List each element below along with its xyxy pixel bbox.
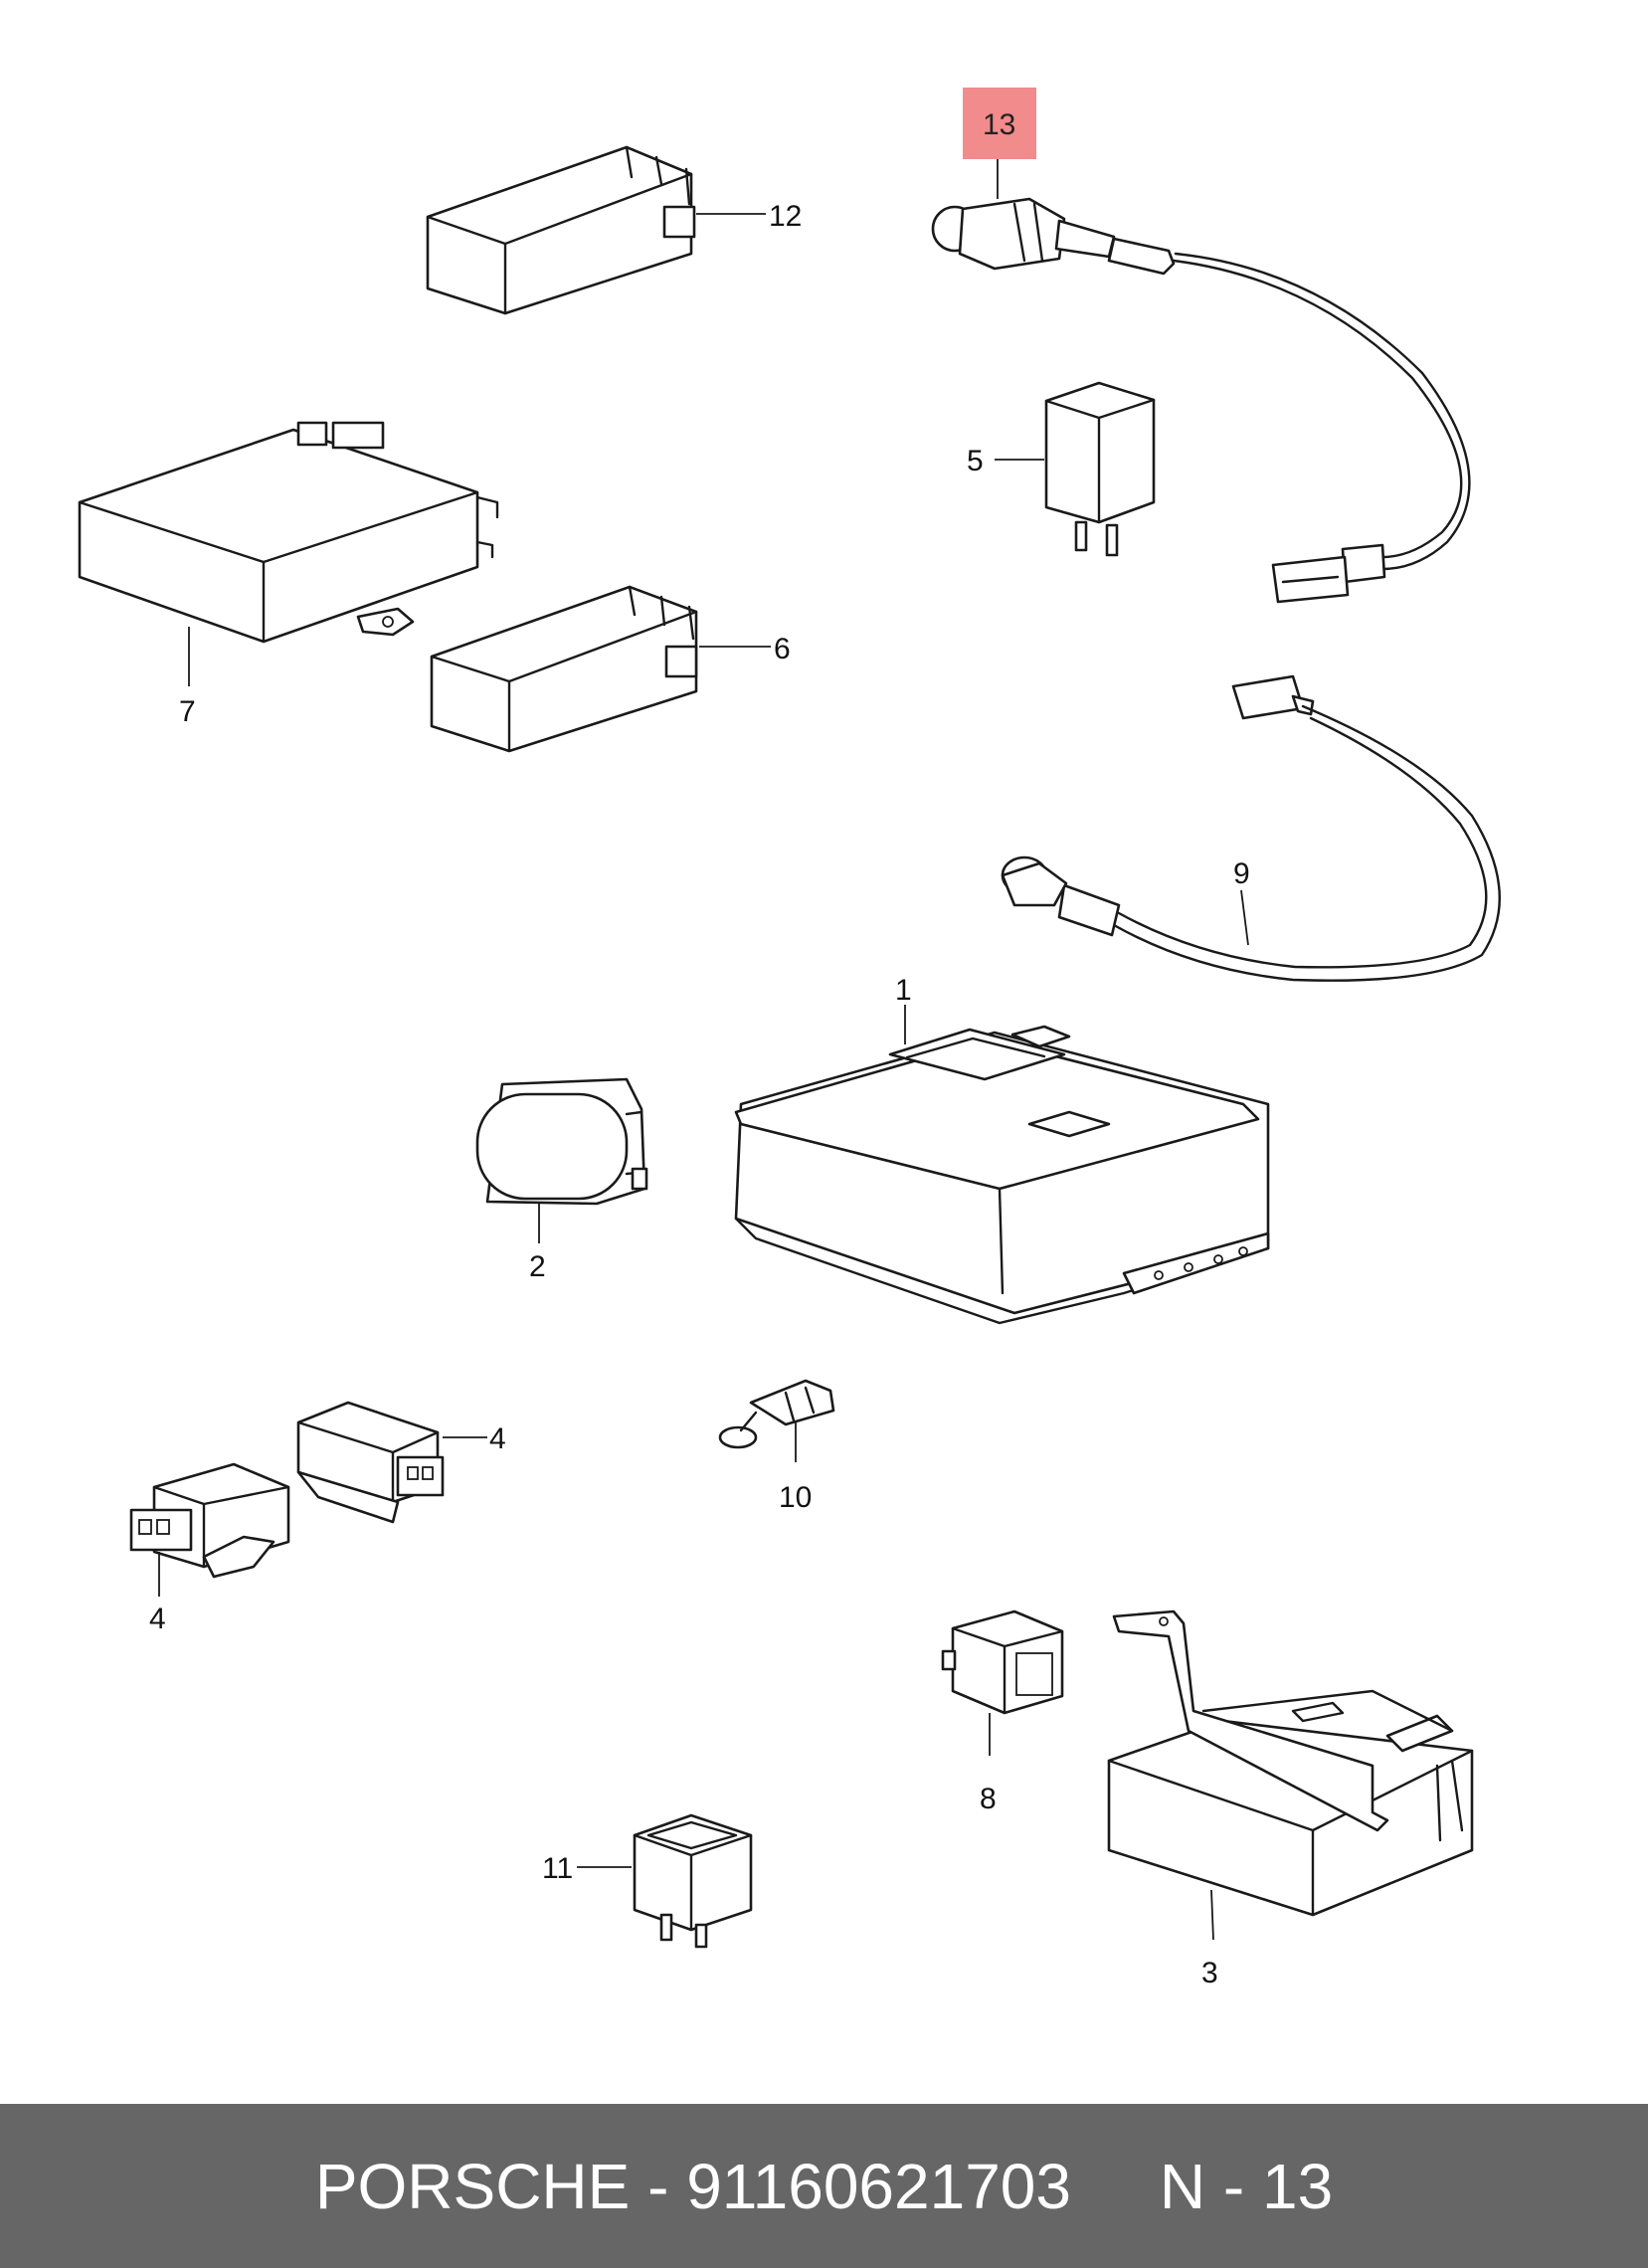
callout-8: 8 [980, 1713, 997, 1815]
callout-label-1: 1 [895, 974, 912, 1007]
callout-label-8: 8 [980, 1783, 997, 1815]
callout-label-2: 2 [529, 1250, 546, 1283]
part-number: 91160621703 [686, 2150, 1071, 2222]
part-8-relay[interactable] [941, 1609, 1064, 1715]
callout-6: 6 [699, 633, 791, 665]
highlight-label-13: 13 [983, 108, 1015, 141]
part-11-relay[interactable] [633, 1813, 753, 1949]
callout-label-6: 6 [774, 633, 791, 665]
part-3-bracket-box[interactable] [1107, 1609, 1474, 1917]
part-7-control-unit[interactable] [78, 421, 499, 644]
callout-4-lower: 4 [149, 1552, 166, 1635]
callout-4-upper: 4 [443, 1422, 506, 1455]
callout-label-12: 12 [769, 200, 802, 233]
part-4-module-upper[interactable] [296, 1401, 445, 1524]
footer-banner: PORSCHE - 91160621703 N - 13 [0, 2104, 1648, 2268]
callout-label-11: 11 [542, 1852, 573, 1885]
callout-label-4b: 4 [149, 1603, 166, 1635]
callout-10: 10 [779, 1422, 812, 1514]
parts-diagram: 12 7 6 13 [78, 88, 1501, 1989]
callout-2: 2 [529, 1204, 546, 1283]
part-9-knock-sensor[interactable] [1001, 674, 1501, 982]
callout-label-3: 3 [1201, 1957, 1218, 1989]
callout-3: 3 [1201, 1889, 1218, 1989]
callout-1: 1 [895, 974, 912, 1044]
part-5-relay[interactable] [1044, 381, 1156, 557]
part-13-sensor[interactable] [931, 197, 1471, 604]
callout-label-10: 10 [779, 1481, 812, 1514]
part-1-control-unit[interactable] [734, 1025, 1270, 1325]
part-10-bulb[interactable] [718, 1379, 835, 1449]
diagram-reference: N - 13 [1159, 2150, 1334, 2222]
callout-9: 9 [1233, 857, 1250, 946]
callout-label-9: 9 [1233, 857, 1250, 890]
callout-label-7: 7 [179, 695, 196, 728]
callout-12: 12 [696, 200, 802, 233]
highlight-callout-13[interactable]: 13 [963, 88, 1036, 199]
callout-label-4a: 4 [489, 1422, 506, 1455]
callout-11: 11 [542, 1852, 632, 1885]
part-2-sensor[interactable] [475, 1077, 648, 1206]
callout-7: 7 [179, 627, 196, 728]
part-12-relay-box[interactable] [426, 145, 696, 315]
separator: - [630, 2150, 687, 2222]
part-4-module-lower[interactable] [129, 1462, 290, 1579]
gap [1071, 2150, 1160, 2223]
part-6-relay-box[interactable] [430, 585, 698, 753]
brand-label: PORSCHE [314, 2150, 631, 2222]
callout-label-5: 5 [967, 445, 984, 477]
callout-5: 5 [967, 445, 1044, 477]
